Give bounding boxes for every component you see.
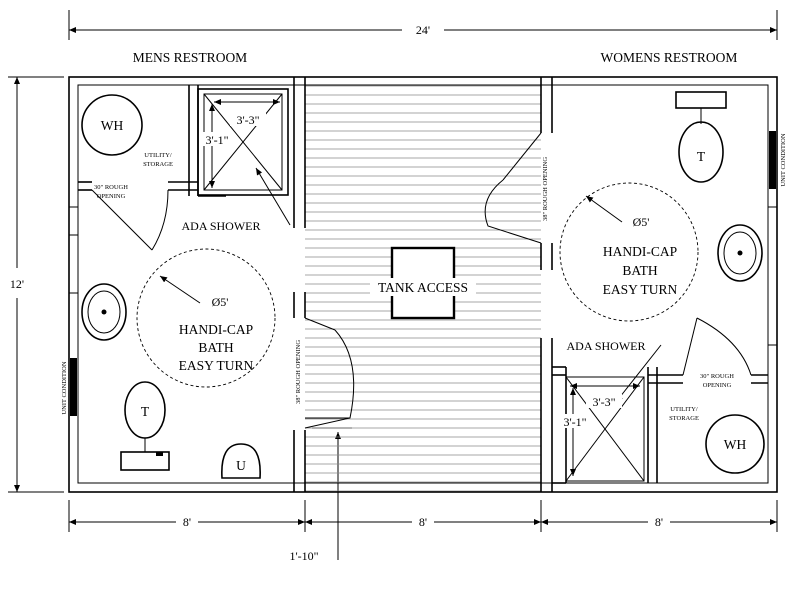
womens-rough-line2: OPENING	[703, 382, 732, 389]
mens-rough-line1: 30" ROUGH	[94, 184, 128, 191]
mens-unit-condition: UNIT CONDITION	[61, 361, 68, 414]
mens-rough-line2: OPENING	[97, 193, 126, 200]
womens-unit-condition: UNIT CONDITION	[780, 133, 787, 186]
womens-entry-door	[484, 132, 542, 244]
mens-utility-line1: UTILITY/	[144, 152, 172, 159]
dimension-bottom: 8' 8' 8'	[68, 500, 778, 532]
womens-turn-circle: Ø5' HANDI-CAP BATH EASY TURN	[559, 182, 699, 322]
overall-height-dim: 12'	[10, 277, 24, 291]
womens-ada-shower: 3'-3" 3'-1"	[558, 376, 645, 482]
womens-unit-condition-panel	[769, 131, 776, 189]
mens-turn-line1: HANDI-CAP	[179, 322, 253, 337]
dimension-left: 12'	[8, 76, 64, 493]
womens-sink	[717, 224, 763, 282]
center-hatch	[305, 85, 541, 492]
mens-shower-depth: 3'-1"	[205, 133, 228, 147]
womens-shower-leader	[615, 344, 662, 403]
dimension-top: 24'	[68, 10, 778, 40]
dim-mens-width: 8'	[183, 515, 191, 529]
mens-sink	[81, 283, 127, 341]
womens-turn-line2: BATH	[622, 263, 658, 278]
womens-toilet: T	[675, 91, 727, 183]
womens-turn-line3: EASY TURN	[603, 282, 678, 297]
mens-turn-circle: Ø5' HANDI-CAP BATH EASY TURN	[136, 248, 276, 388]
womens-toilet-label: T	[697, 149, 706, 164]
mens-urinal: U	[221, 443, 261, 479]
mens-ada-shower-label: ADA SHOWER	[181, 219, 260, 233]
mens-door-opening: 38" ROUGH OPENING	[295, 340, 302, 404]
mens-entry-door	[304, 317, 355, 429]
womens-turn-dim: Ø5'	[633, 215, 650, 229]
dimension-offset: 1'-10"	[289, 427, 352, 563]
womens-utility-door	[682, 317, 752, 376]
womens-restroom-title: WOMENS RESTROOM	[601, 50, 738, 65]
mens-restroom-title: MENS RESTROOM	[133, 50, 247, 65]
womens-rough-line1: 30" ROUGH	[700, 373, 734, 380]
tank-access-label: TANK ACCESS	[378, 280, 468, 295]
mens-wh-label: WH	[101, 118, 124, 133]
womens-utility-line1: UTILITY/	[670, 406, 698, 413]
mens-turn-dim: Ø5'	[212, 295, 229, 309]
mens-turn-line3: EASY TURN	[179, 358, 254, 373]
overall-width-dim: 24'	[416, 23, 430, 37]
mens-water-heater: WH	[81, 94, 143, 156]
exterior-walls	[68, 76, 778, 493]
interior-walls	[69, 77, 777, 492]
dim-center-width: 8'	[419, 515, 427, 529]
dim-womens-width: 8'	[655, 515, 663, 529]
womens-turn-line1: HANDI-CAP	[603, 244, 677, 259]
mens-ada-shower: 3'-3" 3'-1"	[197, 88, 291, 226]
mens-unit-condition-panel	[70, 358, 77, 416]
womens-water-heater: WH	[705, 414, 765, 474]
mens-turn-line2: BATH	[198, 340, 234, 355]
mens-toilet-label: T	[141, 404, 150, 419]
womens-shower-width: 3'-3"	[592, 395, 615, 409]
mens-toilet: T	[120, 381, 170, 471]
womens-ada-shower-label: ADA SHOWER	[566, 339, 645, 353]
mens-utility-line2: STORAGE	[143, 161, 173, 168]
womens-shower-depth: 3'-1"	[563, 415, 586, 429]
tank-access: TANK ACCESS	[370, 246, 476, 320]
offset-dim: 1'-10"	[289, 549, 318, 563]
mens-utility-door	[91, 189, 169, 251]
mens-shower-width: 3'-3"	[236, 113, 259, 127]
womens-utility-line2: STORAGE	[669, 415, 699, 422]
womens-wh-label: WH	[724, 437, 747, 452]
womens-door-opening: 38" ROUGH OPENING	[542, 157, 549, 221]
mens-urinal-label: U	[236, 458, 246, 473]
